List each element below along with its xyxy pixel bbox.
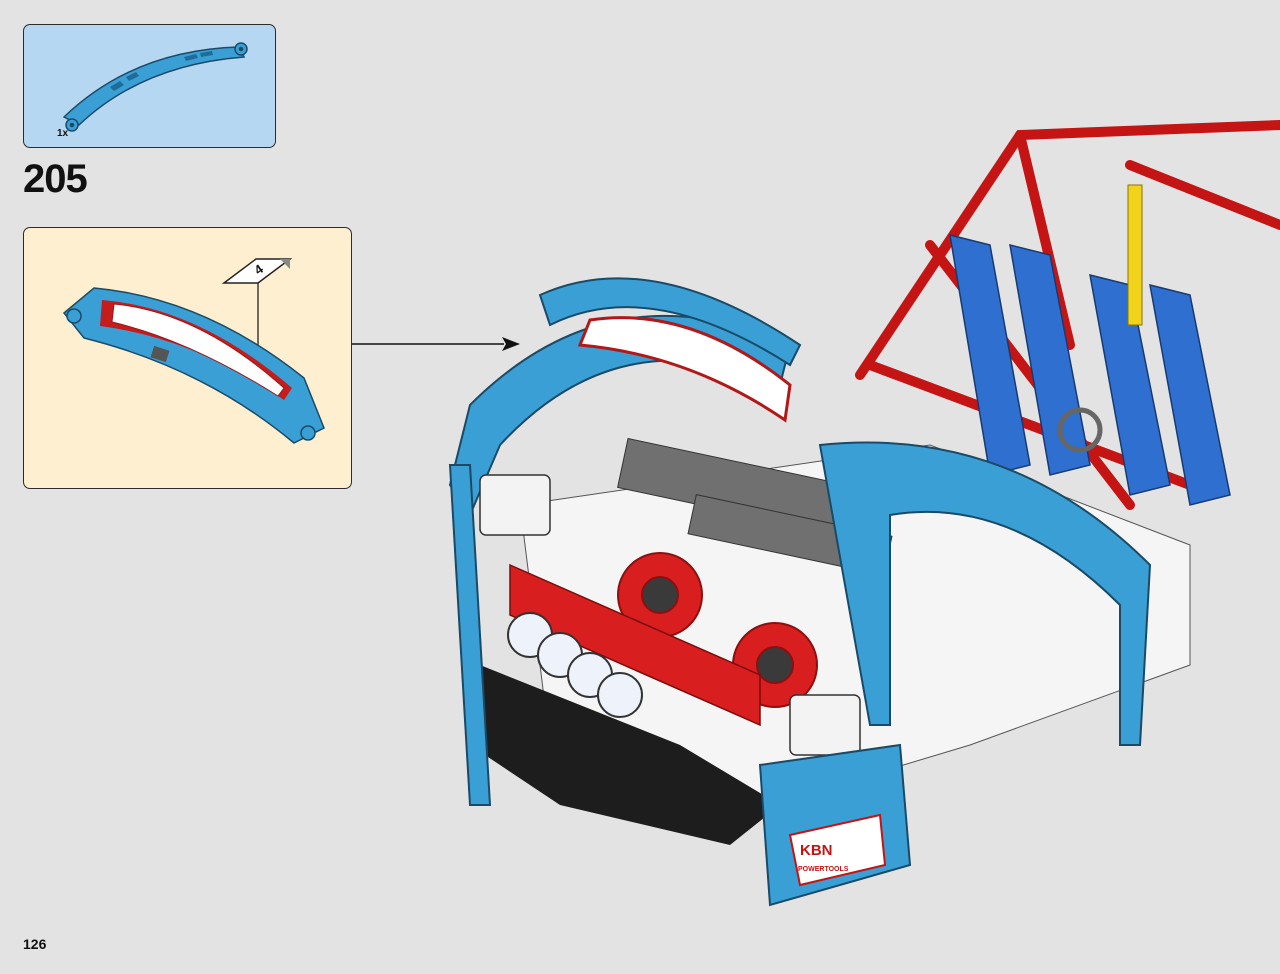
decal-text: POWERTOOLS xyxy=(798,866,849,873)
subassembly-illustration xyxy=(62,258,325,444)
subassembly-callout: 4 xyxy=(23,227,352,489)
decal-logo: KBN xyxy=(800,842,833,859)
page-number: 126 xyxy=(23,936,47,952)
part-quantity: 1x xyxy=(57,128,69,139)
parts-callout: 1x xyxy=(23,24,276,148)
placement-arrow-icon xyxy=(352,337,520,351)
curved-panel-part-icon xyxy=(62,42,248,132)
step-number: 205 xyxy=(23,157,88,201)
rally-car-assembly-illustration: KBN POWERTOOLS xyxy=(448,120,1280,907)
